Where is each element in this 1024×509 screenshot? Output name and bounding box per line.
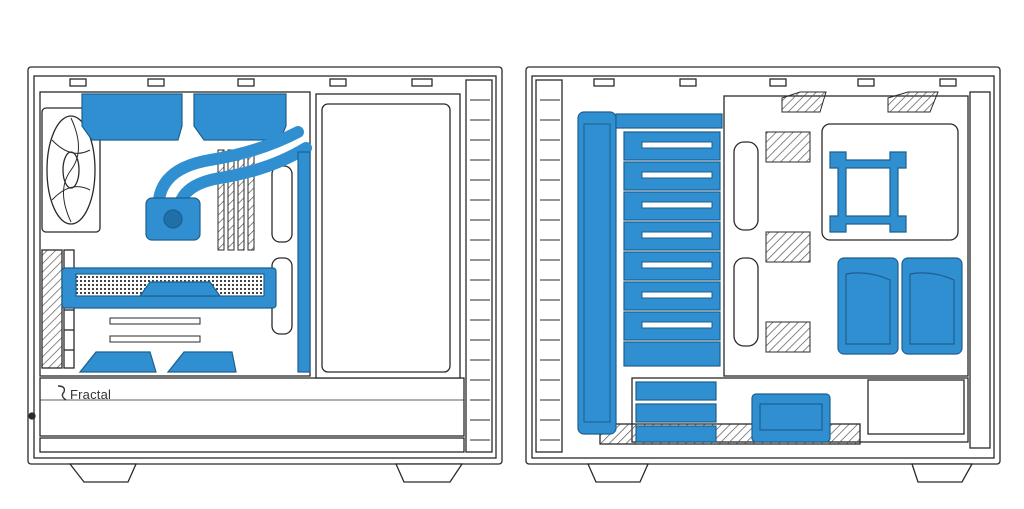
bottom-drive-sled-left xyxy=(78,351,157,373)
right-cable-grommets xyxy=(733,141,759,347)
gpu-support-bracket xyxy=(297,151,311,373)
bottom-drive-sled-right xyxy=(166,351,237,373)
right-rear-foot xyxy=(911,463,974,483)
right-front-vent xyxy=(535,79,563,453)
fractal-logo: Fractal xyxy=(57,385,111,402)
drive-sled-stack xyxy=(623,131,721,367)
left-front-vent xyxy=(465,79,493,453)
right-front-foot xyxy=(586,463,650,483)
front-radiator xyxy=(577,111,617,435)
drive-sled-slots xyxy=(641,141,713,329)
right-case-inner-frame xyxy=(531,75,995,459)
right-blue-components xyxy=(577,111,963,443)
right-top-fan-brackets xyxy=(781,91,939,113)
left-rear-foot xyxy=(394,463,464,483)
rear-expansion-slots xyxy=(41,249,75,369)
left-bottom-rail xyxy=(39,437,465,453)
right-rear-vent xyxy=(969,91,991,449)
rear-exhaust-fan xyxy=(41,107,101,233)
fractal-logo-text: Fractal xyxy=(70,387,111,402)
gpu-shroud xyxy=(138,281,222,297)
top-radiator-left xyxy=(81,93,183,141)
left-blue-components xyxy=(61,93,312,373)
front-radiator-top-rail xyxy=(615,113,723,129)
left-psu-shroud xyxy=(39,377,465,437)
top-radiator-right xyxy=(193,93,287,141)
left-case-inner-frame xyxy=(33,75,497,459)
rear-ssd-tray-right xyxy=(901,257,963,355)
aio-tube-1 xyxy=(152,126,304,226)
left-front-foot xyxy=(68,463,138,483)
power-button-icon xyxy=(28,412,36,420)
right-top-tabs xyxy=(593,78,957,87)
bottom-hdd xyxy=(751,393,831,443)
rear-ssd-tray-left xyxy=(837,257,899,355)
left-cable-grommets xyxy=(271,165,293,335)
left-front-vent-slats xyxy=(470,99,490,441)
left-top-tabs xyxy=(69,78,433,87)
cable-tie-blocks xyxy=(765,131,811,353)
right-front-vent-slats xyxy=(540,99,560,441)
fractal-logo-mark xyxy=(57,385,67,401)
lower-drive-cage xyxy=(635,381,717,443)
psu-bay xyxy=(867,379,965,435)
pcie-slots xyxy=(109,317,201,343)
left-side-window xyxy=(321,103,451,373)
